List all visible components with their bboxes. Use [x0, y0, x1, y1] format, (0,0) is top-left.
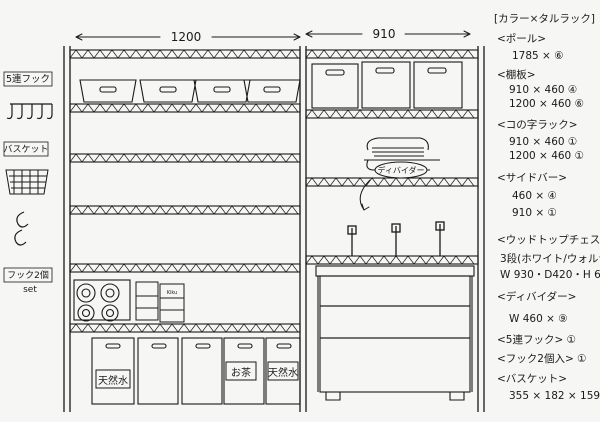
dimension-left: 1200 — [75, 30, 301, 44]
wood-top-chest — [315, 265, 475, 401]
parts-item: 1200 × 460 ⑥ — [509, 98, 584, 110]
parts-item: 910 × 460 ④ — [509, 84, 577, 96]
dimension-left-label: 1200 — [171, 30, 202, 44]
dimension-right-label: 910 — [373, 27, 396, 41]
parts-item: <ポール> — [497, 33, 546, 45]
bottom-bins — [91, 337, 301, 405]
parts-item: 910 × ① — [512, 207, 557, 219]
divider-tag: ディバイダー — [374, 161, 428, 179]
parts-item: <棚板> — [497, 68, 536, 81]
bin-label-water-2: 天然水 — [268, 366, 298, 379]
parts-item: 355 × 182 × 159 — [509, 390, 600, 402]
parts-list-title: [カラー×タルラック] — [494, 13, 595, 25]
bin-label-frame — [267, 361, 299, 381]
parts-item: W 460 × ⑨ — [509, 313, 568, 325]
rack-poles — [63, 46, 485, 412]
bin-label-tea: お茶 — [231, 366, 251, 379]
five-hook-icon — [6, 103, 53, 120]
parts-item: <フック2個入> ① — [497, 352, 587, 365]
parts-item: <バスケット> — [497, 373, 567, 385]
parts-item: 910 × 460 ① — [509, 136, 577, 148]
parts-item: W 930・D420・H 645 — [500, 269, 600, 281]
dimension-right: 910 — [305, 27, 471, 41]
shelf-dividers — [347, 221, 445, 256]
left-icons: 5連フック バスケット フック2個 set — [3, 71, 53, 295]
right-top-bins — [311, 61, 463, 109]
parts-item: 460 × ④ — [512, 190, 557, 202]
bin-label-frame — [225, 361, 257, 381]
basket-label: バスケット — [3, 144, 48, 155]
divider-tag-label: ディバイダー — [377, 165, 424, 175]
hook2-set-label: set — [23, 285, 37, 295]
box-tag-label: Kiku — [167, 290, 178, 296]
bin-label-frame — [95, 369, 131, 389]
left-top-bins — [79, 79, 301, 103]
parts-item: <ディバイダー> — [497, 290, 576, 303]
basket-icon — [5, 169, 49, 195]
small-labeled-boxes — [135, 281, 185, 323]
left-shelves — [69, 49, 301, 333]
parts-list: [カラー×タルラック] <ポール> 1785 × ⑥ <棚板> 910 × 46… — [494, 13, 600, 402]
bin-label-water-1: 天然水 — [98, 374, 128, 387]
parts-item: <ウッドトップチェスト> — [497, 234, 600, 246]
parts-item: 3段(ホワイト/ウォルナット) — [500, 252, 600, 265]
parts-item: 1785 × ⑥ — [512, 50, 564, 62]
parts-item: <5連フック> ① — [497, 333, 576, 346]
hook5-label: 5連フック — [6, 73, 50, 85]
parts-item: <コの字ラック> — [497, 118, 578, 131]
hook-pair-icon — [14, 211, 29, 246]
tape-rolls — [73, 279, 131, 322]
parts-item: 1200 × 460 ① — [509, 150, 584, 162]
parts-item: <サイドバー> — [497, 172, 567, 184]
hook2-label: フック2個 — [7, 269, 49, 281]
wire-basket-divider — [364, 137, 440, 171]
